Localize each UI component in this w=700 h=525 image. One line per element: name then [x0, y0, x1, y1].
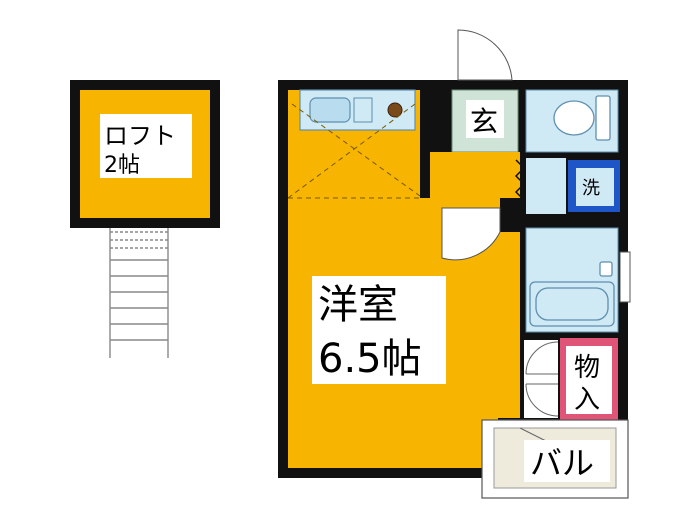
hall-floor — [430, 152, 520, 198]
laundry-floor — [576, 168, 614, 206]
western-room-name: 洋室 — [318, 282, 398, 328]
closet-door-area — [524, 340, 558, 418]
entrance-label: 玄 — [470, 105, 498, 138]
western-room-label-bg — [312, 276, 446, 384]
balcony-label: バル — [530, 444, 594, 482]
laundry-label: 洗 — [582, 178, 600, 199]
loft-above-lines — [287, 103, 421, 199]
loft-name: ロフト — [104, 122, 176, 150]
front-door-swing — [457, 29, 513, 81]
room-door-swing — [441, 207, 501, 261]
storage-label-bottom: 入 — [574, 385, 600, 415]
western-room-size: 6.5帖 — [318, 336, 422, 382]
corridor-floor — [526, 158, 566, 214]
balcony: バル — [481, 419, 629, 499]
closet-door-swing — [525, 341, 559, 417]
storage-label-bg — [566, 346, 612, 414]
bathtub-icon — [529, 261, 615, 327]
loft-size: 2帖 — [104, 153, 140, 178]
entrance-label-bg — [466, 100, 504, 138]
balcony-label-bg — [524, 440, 610, 482]
window-right — [619, 251, 631, 303]
bathroom — [525, 227, 619, 333]
apartment: 玄 洗 物 入 — [278, 29, 631, 478]
toilet-icon — [553, 95, 611, 141]
loft-area: ロフト 2帖 — [70, 80, 220, 228]
ladder-icon — [109, 228, 169, 358]
storage-label-top: 物 — [574, 353, 600, 383]
entrance-step — [514, 159, 526, 209]
sink-and-stove-icon — [309, 97, 403, 123]
loft-label-bg — [100, 114, 192, 178]
